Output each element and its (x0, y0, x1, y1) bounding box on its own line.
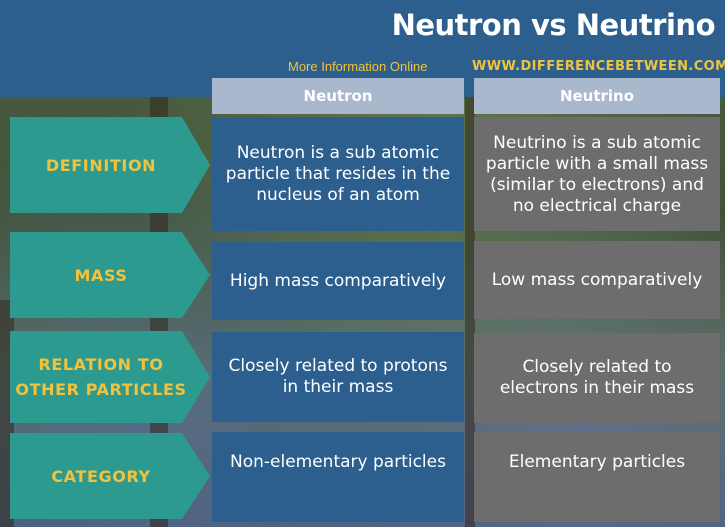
cell-neutrino-mass: Low mass comparatively (474, 241, 720, 319)
website-url: WWW.DIFFERENCEBETWEEN.COM (472, 59, 725, 74)
column-header-neutrino: Neutrino (474, 78, 720, 114)
cell-neutron-relation: Closely related to protons in their mass (212, 332, 464, 422)
column-header-neutron: Neutron (212, 78, 464, 114)
cell-neutrino-category: Elementary particles (474, 432, 720, 522)
row-label-relation: RELATION TO OTHER PARTICLES (10, 331, 210, 423)
page-title: Neutron vs Neutrino (391, 8, 716, 42)
cell-neutron-mass: High mass comparatively (212, 242, 464, 320)
more-info-text: More Information Online (288, 59, 428, 74)
background-tree-trunk (465, 97, 475, 527)
row-label-category: CATEGORY (10, 433, 210, 519)
cell-neutron-definition: Neutron is a sub atomic particle that re… (212, 117, 464, 231)
cell-neutrino-relation: Closely related to electrons in their ma… (474, 333, 720, 423)
row-label-mass: MASS (10, 232, 210, 318)
row-label-definition: DEFINITION (10, 117, 210, 213)
cell-neutron-category: Non-elementary particles (212, 432, 464, 522)
cell-neutrino-definition: Neutrino is a sub atomic particle with a… (474, 117, 720, 231)
